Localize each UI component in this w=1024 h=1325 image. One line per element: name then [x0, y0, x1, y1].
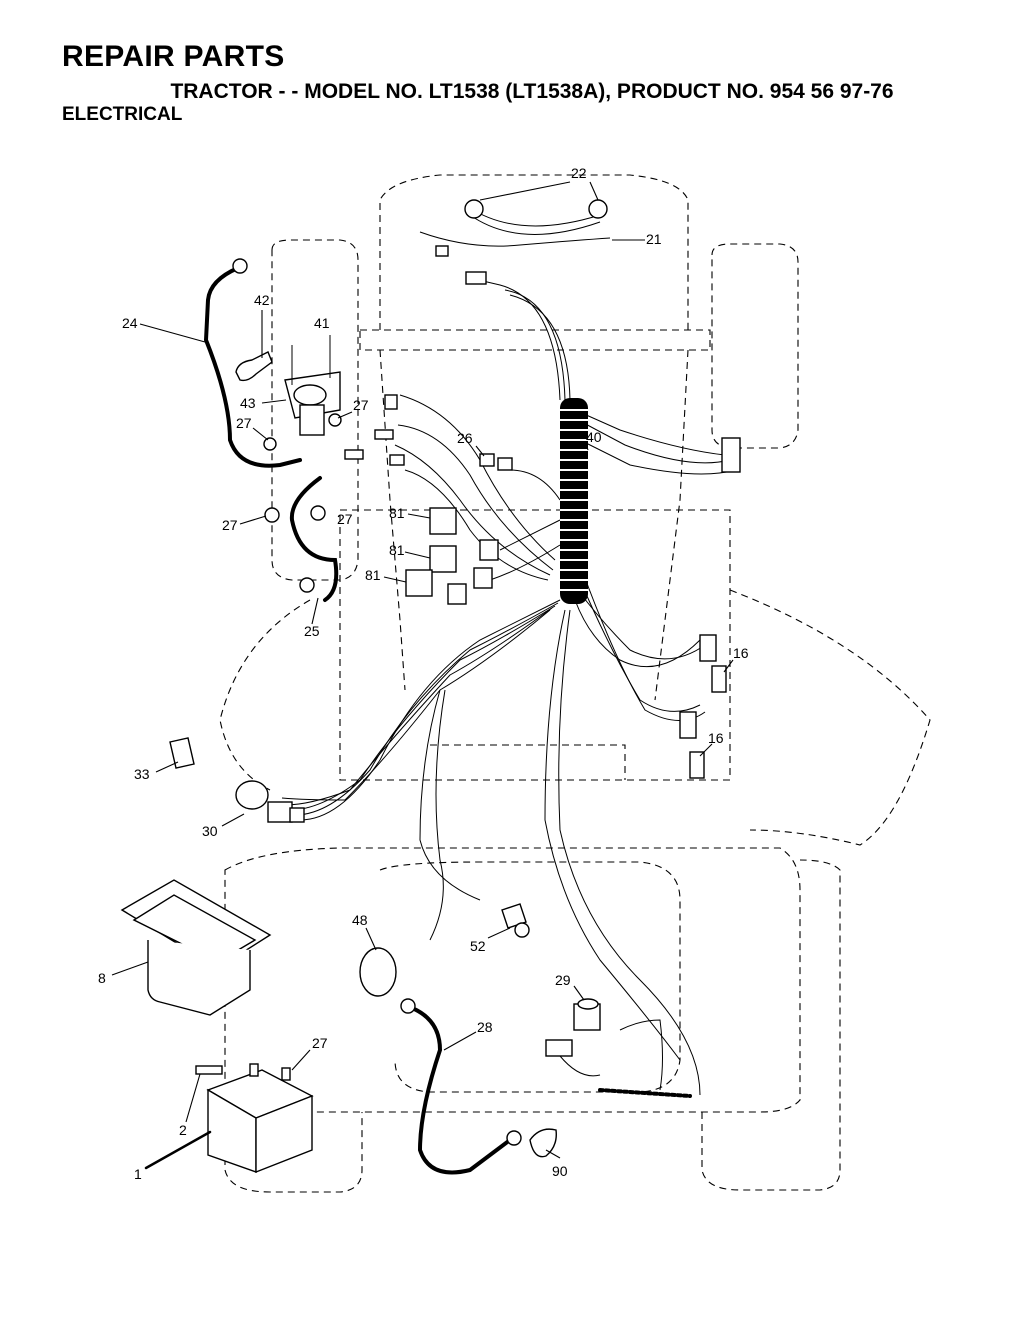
- callout-28: 28: [477, 1019, 493, 1035]
- ground-cable: [400, 998, 557, 1175]
- callout-42: 42: [254, 292, 270, 308]
- callout-21: 21: [646, 231, 662, 247]
- callout-numbers: 22 21 24 42 41 43 27 27 27 27 26 40 81 8…: [98, 165, 749, 1182]
- battery-box: [120, 879, 272, 1016]
- callout-33: 33: [134, 766, 150, 782]
- callout-27-left: 27: [222, 517, 238, 533]
- headlights: [419, 199, 611, 285]
- callout-22: 22: [571, 165, 587, 181]
- callout-26: 26: [457, 430, 473, 446]
- ignition: [169, 737, 305, 823]
- callout-8: 8: [98, 970, 106, 986]
- callout-27-battery: 27: [312, 1035, 328, 1051]
- callout-27-solenoid: 27: [353, 397, 369, 413]
- battery: [195, 1063, 314, 1174]
- page-subtitle: TRACTOR - - MODEL NO. LT1538 (LT1538A), …: [170, 80, 894, 103]
- callout-2: 2: [179, 1122, 187, 1138]
- callout-81-bottom: 81: [365, 567, 381, 583]
- tractor-outline: [219, 174, 931, 1193]
- callout-90: 90: [552, 1163, 568, 1179]
- callout-leaders: [111, 181, 734, 1170]
- callout-81-top: 81: [389, 505, 405, 521]
- callout-48: 48: [352, 912, 368, 928]
- rear-lamps: [359, 903, 530, 997]
- section-title: ELECTRICAL: [62, 104, 183, 125]
- callout-27-nut: 27: [236, 415, 252, 431]
- callout-25: 25: [304, 623, 320, 639]
- callout-81-middle: 81: [389, 542, 405, 558]
- callout-16-lower: 16: [708, 730, 724, 746]
- callout-24: 24: [122, 315, 138, 331]
- callout-43: 43: [240, 395, 256, 411]
- connectors: [479, 453, 513, 471]
- seat-switch: [545, 998, 692, 1098]
- callout-30: 30: [202, 823, 218, 839]
- callout-52: 52: [470, 938, 486, 954]
- callout-40: 40: [586, 429, 602, 445]
- callout-41: 41: [314, 315, 330, 331]
- wiring-harness: [281, 277, 736, 1096]
- callout-27-right: 27: [337, 511, 353, 527]
- callout-1: 1: [134, 1166, 142, 1182]
- relays: [405, 507, 499, 605]
- harness-conduit: [560, 398, 588, 604]
- page-title: REPAIR PARTS: [62, 40, 285, 73]
- right-connectors: [679, 437, 741, 779]
- callout-16-upper: 16: [733, 645, 749, 661]
- callout-29: 29: [555, 972, 571, 988]
- battery-cables: [203, 258, 405, 602]
- starter-solenoid: [235, 335, 341, 436]
